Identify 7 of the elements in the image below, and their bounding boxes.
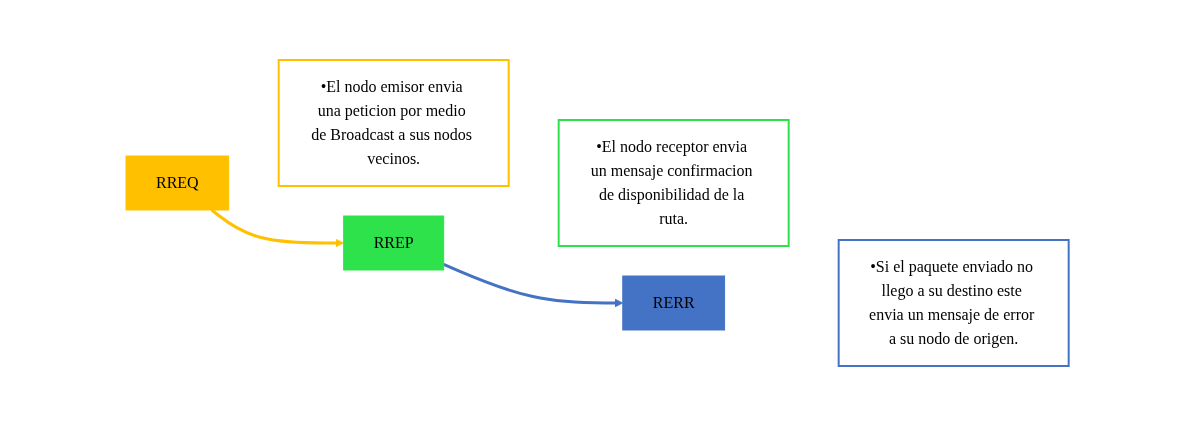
node-box: •El nodo receptor envia un mensaje confirmacion de disponibilidad de la ruta. (557, 119, 790, 247)
arrow (442, 263, 623, 308)
node-box: RREQ (125, 155, 229, 211)
node-box: •El nodo emisor envia una peticion por medio de Broadcast a sus nodos vecinos. (277, 59, 510, 187)
node-box: RERR (621, 275, 725, 331)
node-box: RREP (342, 215, 444, 271)
node-box: •Si el paquete enviado no llego a su destino este envia un mensaje de error a su nodo de origen. (837, 239, 1070, 367)
